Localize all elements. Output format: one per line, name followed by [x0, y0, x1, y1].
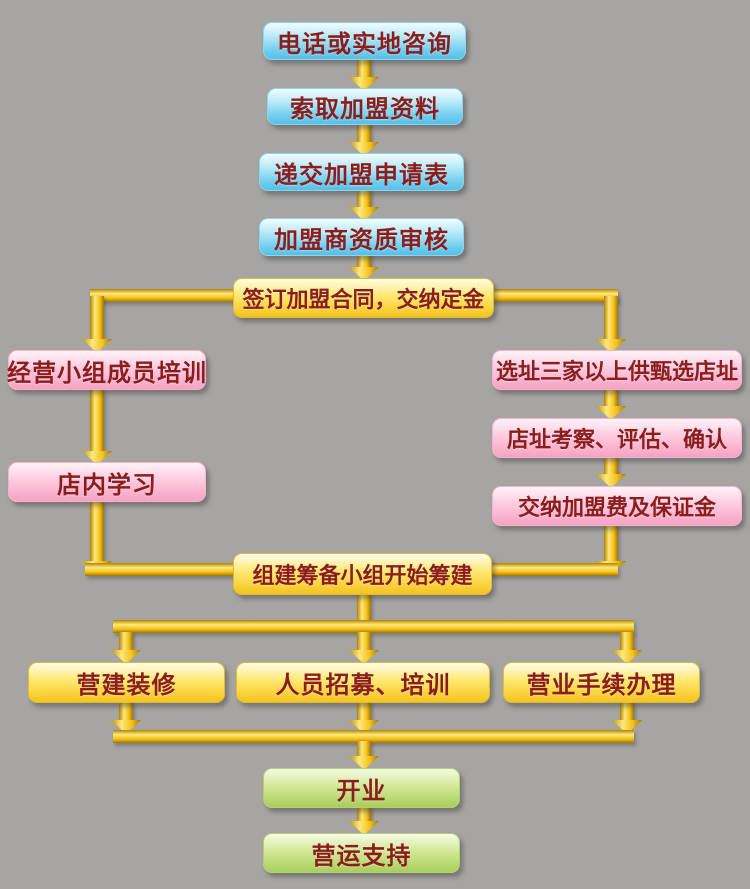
arrow-shaft [119, 702, 133, 721]
arrow-review-to-contract [349, 253, 379, 281]
arrow-application-to-review [349, 188, 379, 221]
arrow-shaft [90, 501, 104, 562]
node-site-evaluation: 店址考察、评估、确认 [492, 418, 742, 458]
arrow-shaft [604, 457, 618, 475]
arrow-shaft [357, 122, 371, 143]
arrow-shaft [357, 57, 371, 78]
arrow-split-to-team-training [82, 296, 112, 353]
arrow-shaft [357, 188, 371, 208]
node-submit-application: 递交加盟申请表 [259, 153, 464, 191]
node-qualification-review: 加盟商资质审核 [259, 218, 464, 256]
arrow-to-recruitment [349, 632, 379, 664]
node-pay-fees: 交纳加盟费及保证金 [492, 486, 742, 526]
node-opening: 开业 [263, 768, 460, 808]
connector-distribution-bar-bottom [113, 730, 634, 743]
arrow-shaft [604, 296, 618, 340]
arrow-split-to-site-selection [596, 296, 626, 353]
node-site-selection: 选址三家以上供甄选店址 [492, 350, 742, 390]
arrow-shaft [119, 632, 133, 651]
arrow-shaft [90, 296, 104, 340]
arrow-training-to-in-store [82, 389, 112, 465]
connector-prep-to-distribution [357, 594, 371, 622]
node-in-store-learning: 店内学习 [8, 462, 206, 502]
node-operation-support: 营运支持 [263, 833, 460, 873]
node-prep-team: 组建筹备小组开始筹建 [233, 553, 492, 595]
arrow-opening-to-support [349, 806, 379, 835]
node-recruitment: 人员招募、培训 [236, 662, 490, 703]
arrow-consult-to-request-info [349, 57, 379, 91]
arrow-to-business-license [612, 632, 642, 664]
node-request-info: 索取加盟资料 [267, 88, 463, 125]
arrow-shaft [357, 632, 371, 651]
arrow-to-construction [111, 632, 141, 664]
arrow-shaft [357, 702, 371, 721]
node-business-license: 营业手续办理 [503, 662, 700, 703]
arrow-shaft [90, 389, 104, 452]
arrow-shaft [604, 525, 618, 562]
arrow-join-to-opening [349, 741, 379, 770]
arrow-shaft [620, 632, 634, 651]
arrow-shaft [357, 253, 371, 268]
arrow-shaft [604, 389, 618, 407]
arrow-shaft [357, 741, 371, 757]
connector-distribution-bar-top [113, 620, 634, 633]
arrow-shaft [620, 702, 634, 721]
arrow-shaft [357, 806, 371, 822]
node-consult: 电话或实地咨询 [263, 22, 466, 60]
arrow-request-info-to-application [349, 122, 379, 156]
node-construction: 营建装修 [28, 662, 225, 703]
node-sign-contract: 签订加盟合同，交纳定金 [233, 278, 494, 318]
arrow-evaluation-to-fees [596, 457, 626, 488]
arrow-selection-to-evaluation [596, 389, 626, 420]
node-team-training: 经营小组成员培训 [7, 350, 206, 390]
